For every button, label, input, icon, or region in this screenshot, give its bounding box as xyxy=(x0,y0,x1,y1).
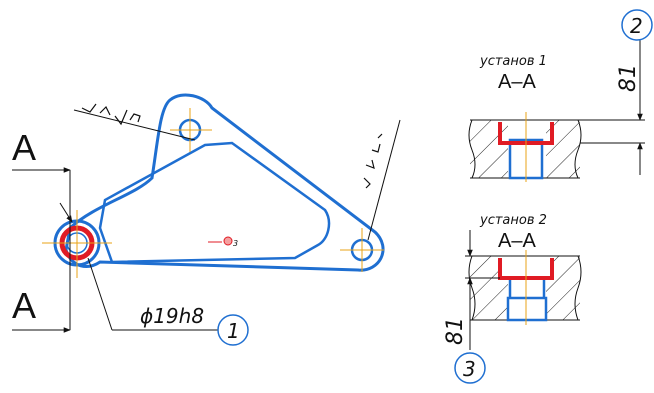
center-point-label: 3 xyxy=(233,239,238,248)
callout-2-balloon xyxy=(621,9,653,41)
part-outer-contour xyxy=(64,93,385,272)
callout-2-number: 2 xyxy=(630,14,643,38)
section-cut-line: A A xyxy=(12,127,71,333)
section-1-dimension: 81 xyxy=(616,64,641,92)
main-bore xyxy=(42,210,112,278)
top-hole xyxy=(170,108,212,152)
bore-leader-top xyxy=(59,202,73,223)
callout-3-balloon xyxy=(454,352,486,384)
section-2: установ 2 А–А 81 3 xyxy=(443,213,582,384)
callout-3-number: 3 xyxy=(463,357,476,381)
section-mark-top: A xyxy=(12,127,36,168)
center-point-marker: 3 xyxy=(208,236,238,248)
diameter-dimension: ϕ19h8 xyxy=(140,304,204,328)
section-2-dimension: 81 xyxy=(443,317,468,345)
right-hole xyxy=(340,228,384,272)
section-mark-bottom: A xyxy=(12,285,36,326)
section-1: установ 1 А–А 81 2 xyxy=(468,9,653,182)
section-1-title: А–А xyxy=(498,71,536,93)
inner-pocket-contour xyxy=(98,141,331,264)
callout-1-number: 1 xyxy=(227,319,240,343)
main-view: 3 A A ϕ19h8 1 xyxy=(12,93,401,346)
section-1-setup-label: установ 1 xyxy=(479,54,547,69)
diameter-callout: ϕ19h8 1 xyxy=(87,257,249,346)
surface-finish-left xyxy=(73,103,196,141)
section-2-title: А–А xyxy=(498,230,536,252)
surface-finish-right xyxy=(363,119,401,241)
callout-1-balloon xyxy=(217,314,249,346)
section-2-setup-label: установ 2 xyxy=(479,213,547,228)
